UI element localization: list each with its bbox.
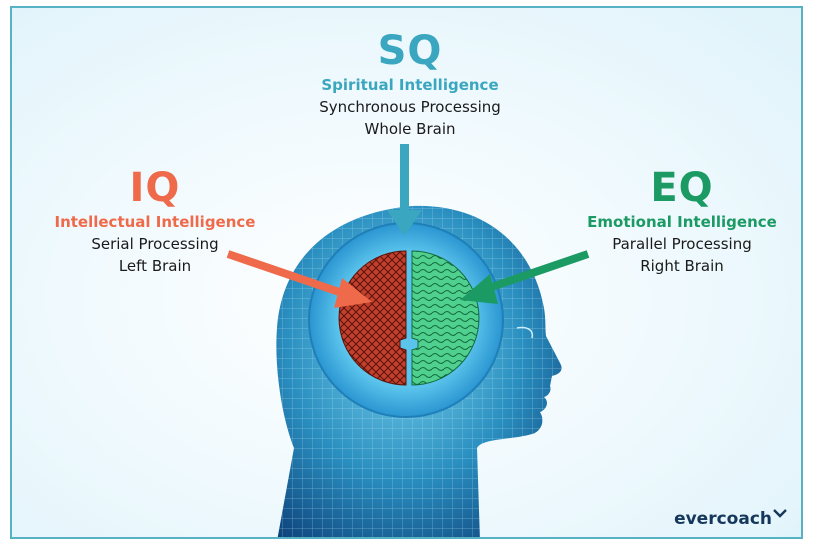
iq-label-group: IQ Intellectual Intelligence Serial Proc…	[50, 165, 260, 277]
iq-arrow	[226, 250, 372, 308]
logo-text: evercoach	[674, 509, 772, 529]
iq-title: IQ	[129, 165, 181, 211]
evercoach-logo: evercoach	[674, 508, 787, 529]
brain-circle	[308, 222, 504, 418]
sq-name: Spiritual Intelligence	[321, 76, 499, 94]
iq-name: Intellectual Intelligence	[54, 213, 256, 231]
eq-title: EQ	[650, 165, 714, 211]
eq-processing: Parallel Processing	[612, 235, 752, 253]
sq-arrow	[387, 144, 422, 236]
eq-arrow	[460, 250, 590, 304]
sq-title: SQ	[377, 28, 443, 74]
eye-detail	[516, 326, 534, 339]
head-illustration	[226, 144, 590, 537]
iq-brain: Left Brain	[118, 257, 192, 275]
left-brain-hemisphere	[338, 250, 407, 386]
eq-label-group: EQ Emotional Intelligence Parallel Proce…	[582, 165, 782, 277]
sq-label-group: SQ Spiritual Intelligence Synchronous Pr…	[310, 28, 510, 140]
diagram-frame: SQ Spiritual Intelligence Synchronous Pr…	[10, 6, 803, 539]
eq-name: Emotional Intelligence	[587, 213, 777, 231]
iq-processing: Serial Processing	[91, 235, 219, 253]
sq-processing: Synchronous Processing	[319, 98, 501, 116]
sq-brain: Whole Brain	[364, 120, 456, 138]
chevron-check-icon	[773, 509, 787, 518]
right-brain-hemisphere	[411, 250, 480, 386]
eq-brain: Right Brain	[640, 257, 724, 275]
